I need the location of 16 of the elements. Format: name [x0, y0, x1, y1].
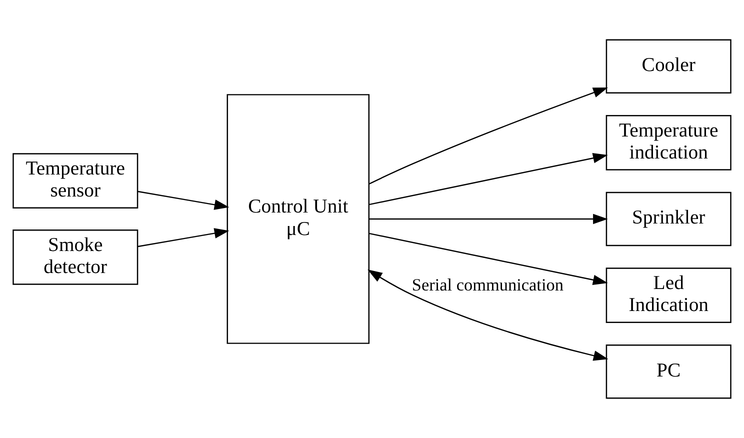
arrow	[138, 190, 230, 210]
node-box: Led Indication	[606, 268, 732, 323]
arrow	[369, 214, 608, 224]
arrow	[368, 269, 608, 361]
node-box: Temperature indication	[606, 115, 732, 170]
node-box: Cooler	[606, 39, 732, 94]
edge-label: Serial communication	[412, 276, 564, 295]
node-box: PC	[606, 344, 732, 399]
arrow	[368, 232, 608, 286]
node-box: Sprinkler	[606, 192, 732, 246]
node-box: Smoke detector	[12, 229, 138, 285]
arrow	[138, 228, 230, 248]
arrow	[369, 87, 608, 184]
node-box: Temperature sensor	[12, 153, 138, 209]
arrow	[368, 152, 608, 206]
node-box: Control Unit μC	[226, 94, 370, 344]
